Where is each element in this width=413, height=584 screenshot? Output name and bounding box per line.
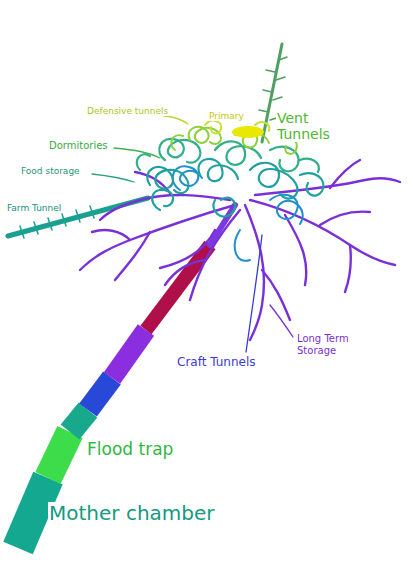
primary-label: Primary bbox=[208, 111, 245, 121]
defensive-label: Defensive tunnels bbox=[86, 106, 169, 116]
long-term-label: Long Term Storage bbox=[296, 333, 360, 356]
flood-trap-label: Flood trap bbox=[86, 440, 174, 460]
vent-label: Vent Tunnels bbox=[276, 110, 348, 142]
farm-tunnel-label: Farm Tunnel bbox=[6, 203, 62, 213]
craft-label: Craft Tunnels bbox=[176, 356, 257, 370]
dormitories-label: Dormitories bbox=[48, 140, 109, 152]
mother-chamber-label: Mother chamber bbox=[48, 502, 216, 525]
food-storage-label: Food storage bbox=[20, 166, 81, 176]
